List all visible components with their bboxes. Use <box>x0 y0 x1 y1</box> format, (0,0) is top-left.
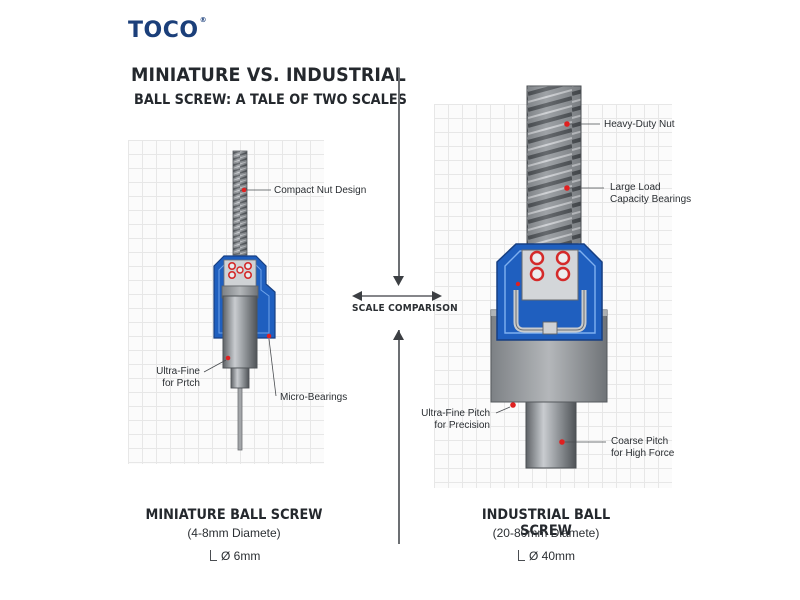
miniature-title: MINIATURE BALL SCREW <box>145 507 323 523</box>
callout-heavy-duty-nut: Heavy-Duty Nut <box>604 119 675 130</box>
callout-load-bearings-line1: Large Load <box>610 182 661 193</box>
double-arrow-icon <box>352 291 442 301</box>
callout-precision-line2: for Precision <box>434 420 490 431</box>
callout-coarse-pitch-line1: Coarse Pitch <box>611 436 669 447</box>
callout-ultra-fine-line2: for Prtch <box>162 378 200 389</box>
callout-ultra-fine: Ultra-Fine for Prtch <box>120 366 200 390</box>
arrow-down-icon <box>393 276 404 286</box>
registered-mark: ® <box>199 16 208 24</box>
industrial-title: INDUSTRIAL BALL SCREW <box>481 507 611 539</box>
industrial-bearing-balls <box>529 250 571 282</box>
callout-coarse-pitch: Coarse Pitch for High Force <box>611 436 674 460</box>
industrial-ball-screw <box>490 85 608 469</box>
mini-bearing-balls <box>228 261 253 279</box>
callout-precision: Ultra-Fine Pitch for Precision <box>386 408 490 432</box>
callout-load-bearings: Large Load Capacity Bearings <box>610 182 691 206</box>
diameter-icon <box>210 550 217 561</box>
miniature-dimension: Ø 6mm <box>210 549 260 563</box>
industrial-dimension: Ø 40mm <box>518 549 575 563</box>
page-subtitle: BALL SCREW: A TALE OF TWO SCALES <box>134 92 407 108</box>
diameter-icon <box>518 550 525 561</box>
callout-ultra-fine-line1: Ultra-Fine <box>156 366 200 377</box>
mini-bottom-shaft <box>237 385 243 451</box>
callout-compact-nut: Compact Nut Design <box>274 185 367 196</box>
callout-load-bearings-line2: Capacity Bearings <box>610 194 692 205</box>
industrial-bottom-shaft <box>525 399 577 469</box>
callout-coarse-pitch-line2: for High Force <box>611 448 675 459</box>
divider-gap <box>392 282 406 330</box>
miniature-ball-screw <box>203 150 277 451</box>
industrial-dimension-value: Ø 40mm <box>529 549 576 563</box>
scale-comparison-label: SCALE COMPARISON <box>352 303 458 314</box>
brand-name: TOCO <box>128 18 199 43</box>
callout-micro-bearings: Micro-Bearings <box>280 392 348 403</box>
brand-logo: TOCO® <box>128 16 208 43</box>
miniature-subtitle: (4-8mm Diamete) <box>187 526 281 540</box>
miniature-dimension-value: Ø 6mm <box>221 549 261 563</box>
page-title: MINIATURE VS. INDUSTRIAL <box>131 64 406 86</box>
arrow-up-icon <box>393 330 404 340</box>
callout-precision-line1: Ultra-Fine Pitch <box>421 408 490 419</box>
industrial-subtitle: (20-80mm Diamete) <box>492 526 600 540</box>
